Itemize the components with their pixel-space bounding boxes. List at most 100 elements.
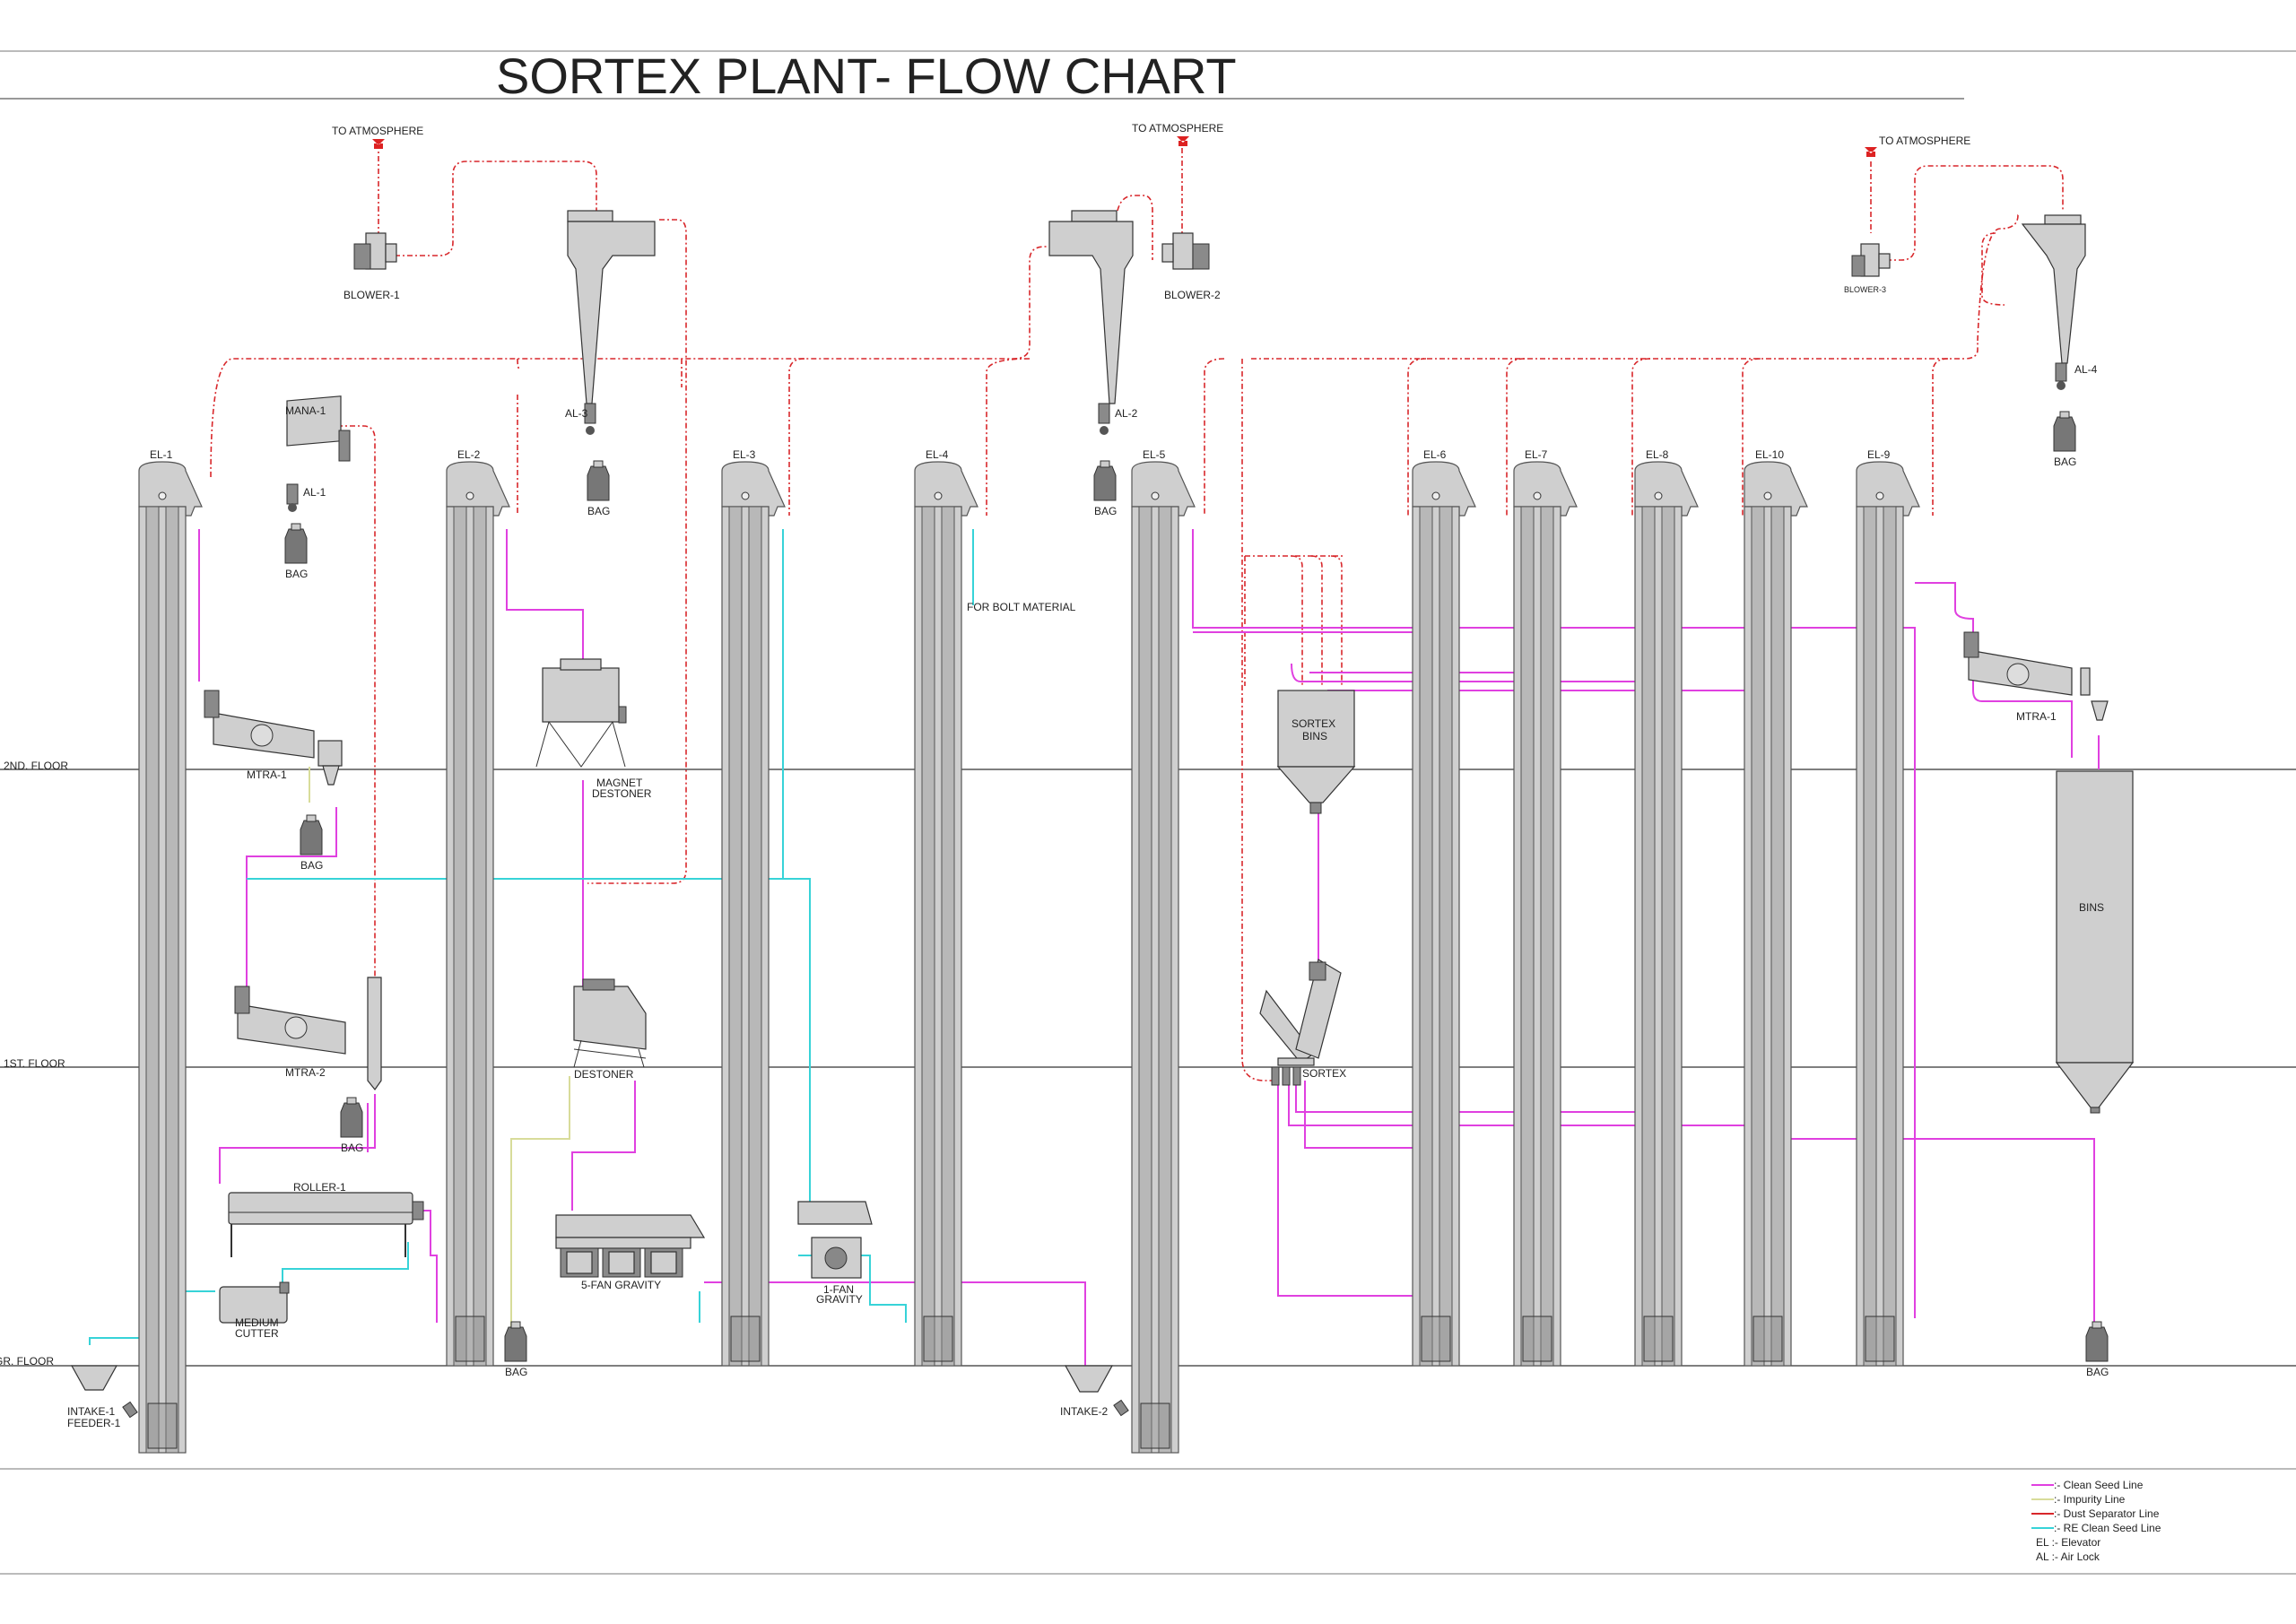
bins-silo: BINS	[2055, 770, 2135, 1114]
five-fan-gravity-label: 5-FAN GRAVITY	[581, 1279, 661, 1291]
mtra-1-right: MTRA-1	[1963, 631, 2109, 723]
bag-label: BAG	[285, 568, 308, 580]
bag-label: BAG	[341, 1142, 363, 1154]
feeder-1-label: FEEDER-1	[67, 1417, 121, 1429]
bag-label: BAG	[1094, 505, 1117, 517]
five-fan-gravity: 5-FAN GRAVITY	[555, 1214, 706, 1291]
one-fan-gravity-label-2: GRAVITY	[816, 1293, 863, 1306]
elevator-el-8: EL-8	[1634, 448, 1699, 1367]
page-title: SORTEX PLANT- FLOW CHART	[496, 48, 1237, 104]
magnet-destoner-label-1: MAGNET	[596, 777, 643, 789]
one-fan-gravity-label-1: 1-FAN	[823, 1283, 854, 1296]
exhaust-label-2: TO ATMOSPHERE	[1132, 122, 1223, 135]
bag: BAG	[340, 1097, 363, 1154]
one-fan-gravity: 1-FAN GRAVITY	[797, 1201, 873, 1306]
bag: BAG	[284, 523, 308, 580]
bag: BAG	[2085, 1321, 2109, 1378]
al-1-label: AL-1	[303, 486, 326, 499]
elevator-label: EL-6	[1423, 448, 1447, 461]
elevator-el-5: EL-5	[1131, 448, 1196, 1454]
exhaust-blower-2: TO ATMOSPHERE BLOWER-2	[1132, 122, 1223, 301]
mtra-2: MTRA-2	[234, 977, 382, 1091]
exhaust-label-3: TO ATMOSPHERE	[1879, 135, 1970, 147]
elevator-group: EL-1 EL-2 EL-3 EL-4 EL-5 EL-6 EL-7 EL-8 EL-10 EL-…	[138, 448, 1920, 1454]
sortex-bins-label-1: SORTEX	[1292, 717, 1335, 730]
intake-2: INTAKE-2	[1060, 1365, 1129, 1418]
elevator-el-3: EL-3	[721, 448, 786, 1367]
impurity-lines	[309, 767, 570, 1327]
blower-3-label: BLOWER-3	[1844, 285, 1886, 294]
elevator-label: EL-10	[1755, 448, 1784, 461]
mtra-1-left-label: MTRA-1	[247, 769, 287, 781]
intake-1-label: INTAKE-1	[67, 1405, 115, 1418]
elevator-label: EL-2	[457, 448, 481, 461]
elevator-label: EL-3	[733, 448, 756, 461]
elevator-el-6: EL-6	[1412, 448, 1476, 1367]
bolt-material-label: FOR BOLT MATERIAL	[967, 601, 1076, 613]
elevator-el-7: EL-7	[1513, 448, 1578, 1367]
elevator-el-1: EL-1	[138, 448, 203, 1454]
destoner-label: DESTONER	[574, 1068, 634, 1081]
cyclone-al-4: AL-4	[2021, 214, 2098, 390]
magnet-destoner: MAGNET DESTONER	[535, 658, 652, 800]
elevator-label: EL-7	[1525, 448, 1548, 461]
sortex-bins: SORTEX BINS	[1276, 690, 1356, 814]
sortex-bins-label-2: BINS	[1302, 730, 1327, 743]
mana-1-separator: MANA-1 AL-1	[285, 395, 351, 512]
blower-2-label: BLOWER-2	[1164, 289, 1221, 301]
al-2-label: AL-2	[1115, 407, 1138, 420]
al-3-label: AL-3	[565, 407, 588, 420]
cyclone-al-3: AL-3	[565, 210, 656, 435]
exhaust-vent-icon	[1865, 147, 1877, 157]
legend: :- Clean Seed Line :- Impurity Line:- Dus…	[2031, 1479, 2161, 1563]
legend-item: :- Clean Seed Line	[2054, 1479, 2144, 1491]
legend-item: :- Impurity Line	[2054, 1493, 2126, 1506]
sortex-machine: SORTEX	[1259, 959, 1346, 1086]
al-4-label: AL-4	[2074, 363, 2098, 376]
bag-label: BAG	[2086, 1366, 2109, 1378]
legend-item: AL :- Air Lock	[2036, 1550, 2100, 1563]
legend-item: :- RE Clean Seed Line	[2054, 1522, 2161, 1534]
roller-1: ROLLER-1	[228, 1181, 424, 1257]
elevator-el-9: EL-9	[1856, 448, 1920, 1367]
sortex-label: SORTEX	[1302, 1067, 1346, 1080]
destoner: DESTONER	[573, 978, 647, 1081]
intake-1: INTAKE-1 FEEDER-1	[67, 1365, 138, 1429]
exhaust-label-1: TO ATMOSPHERE	[332, 125, 423, 137]
dust-separator-lines	[210, 143, 2064, 1081]
bag: BAG	[2053, 411, 2076, 468]
bag-label: BAG	[505, 1366, 527, 1378]
cyclone-al-2: AL-2	[1048, 210, 1138, 435]
mtra-1-right-label: MTRA-1	[2016, 710, 2057, 723]
elevator-label: EL-9	[1867, 448, 1891, 461]
medium-cutter: MEDIUM CUTTER	[219, 1281, 290, 1340]
bag-group: BAG BAG BAG BAG BAG BAG BAG BAG	[284, 411, 2109, 1378]
medium-cutter-label-2: CUTTER	[235, 1327, 279, 1340]
bag: BAG	[587, 460, 610, 517]
bag: BAG	[1093, 460, 1117, 517]
exhaust-vent-icon	[1177, 136, 1189, 146]
first-floor-label: 1ST. FLOOR	[4, 1057, 65, 1070]
bag: BAG	[504, 1321, 527, 1378]
medium-cutter-label-1: MEDIUM	[235, 1316, 279, 1329]
magnet-destoner-label-2: DESTONER	[592, 787, 652, 800]
ground-floor-label: GR. FLOOR	[0, 1355, 54, 1368]
elevator-label: EL-4	[926, 448, 949, 461]
elevator-label: EL-8	[1646, 448, 1669, 461]
elevator-el-10: EL-10	[1744, 448, 1808, 1367]
roller-1-label: ROLLER-1	[293, 1181, 346, 1194]
mtra-1-left: MTRA-1	[204, 690, 343, 786]
elevator-label: EL-1	[150, 448, 173, 461]
blower-1-label: BLOWER-1	[344, 289, 400, 301]
elevator-el-4: EL-4	[914, 448, 978, 1367]
mana-1-label: MANA-1	[285, 404, 326, 417]
bag-label: BAG	[300, 859, 323, 872]
second-floor-label: 2ND. FLOOR	[4, 760, 68, 772]
exhaust-vent-icon	[372, 139, 385, 149]
exhaust-blower-3: TO ATMOSPHERE BLOWER-3	[1844, 135, 1970, 294]
legend-item: :- Dust Separator Line	[2054, 1507, 2160, 1520]
exhaust-blower-1: TO ATMOSPHERE BLOWER-1	[332, 125, 423, 301]
bag: BAG	[300, 814, 323, 872]
mtra-2-label: MTRA-2	[285, 1066, 326, 1079]
